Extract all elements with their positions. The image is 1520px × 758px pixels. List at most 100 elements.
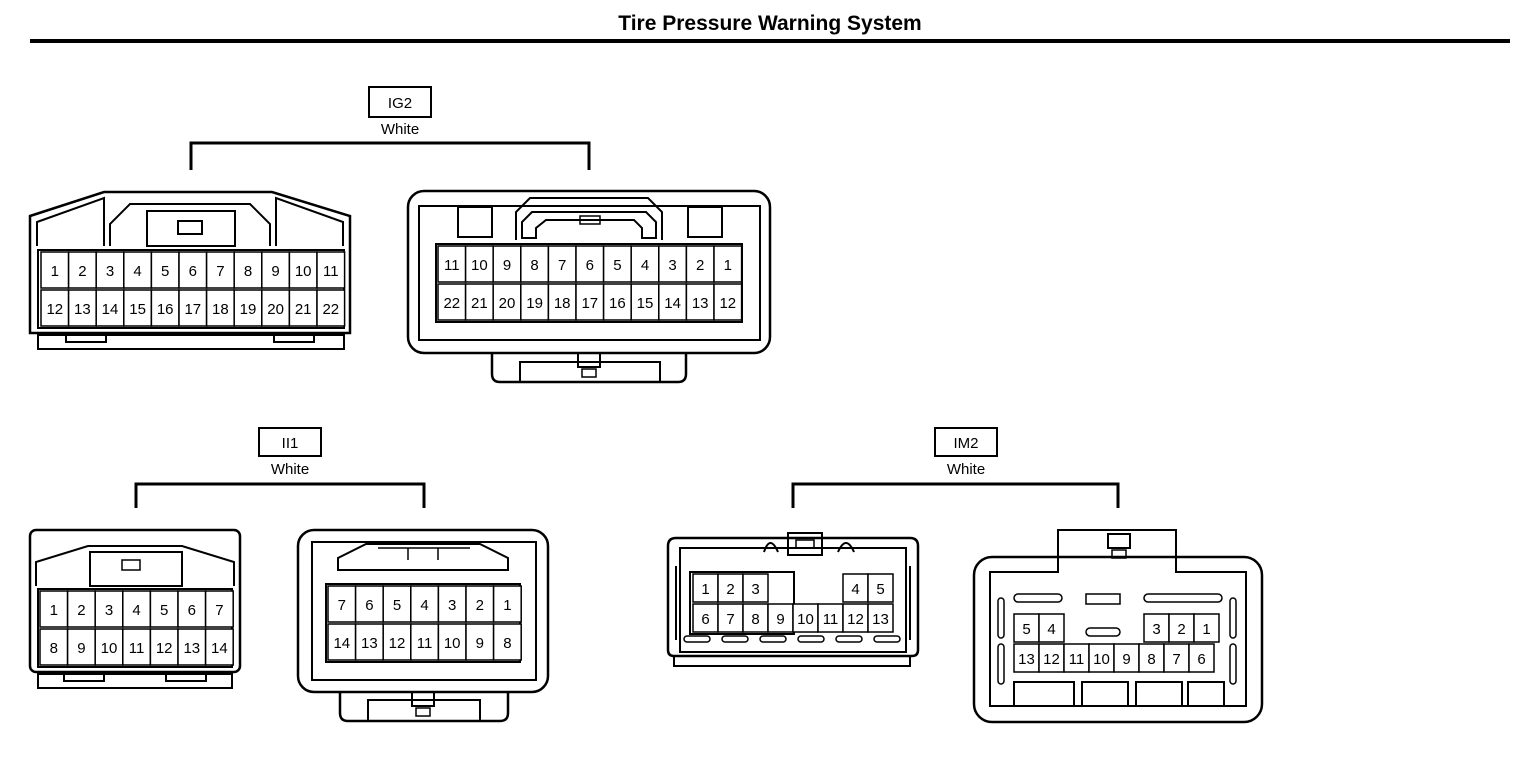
ig2-left-pin-number: 13 [74,301,91,318]
im2-left-cavity [717,603,744,633]
ig2-right-cavity [658,245,688,283]
ii1-code-label: II1 [282,435,299,452]
ig2-right-pin-number: 11 [444,257,460,274]
im2-right-pin-number: 13 [1018,651,1035,668]
ig2-left-cavity [316,251,346,289]
ig2-left-pin-number: 11 [323,263,339,280]
ig2-left-cavity [316,289,346,327]
ii1-left-pin-number: 11 [129,640,145,657]
im2-right-cavity [1193,613,1220,643]
ig2-left-cavity [261,251,291,289]
ii1-left-pin-number: 13 [183,640,200,657]
ii1-right-pin-number: 10 [444,635,461,652]
im2-color-label: White [947,461,985,478]
ig2-left-cavity [205,289,235,327]
ii1-left-pin-number: 14 [211,640,228,657]
ig2-right-pin-number: 12 [719,295,736,312]
ii1-right-cavity [437,623,467,661]
im2-left-cavity [742,573,769,603]
ig2-right-pin-number: 5 [613,257,621,274]
im2-bracket [791,482,1120,508]
ii1-left-cavity [94,590,124,628]
ii1-right-pin-number: 8 [503,635,511,652]
ig2-right-cavity [575,245,605,283]
ig2-left-cavity [150,251,180,289]
ig2-right-pin-number: 7 [558,257,566,274]
ig2-left-pin-number: 21 [295,301,312,318]
ig2-right-cavity [464,245,494,283]
im2-right-pin-number: 6 [1197,651,1205,668]
im2-right-lower-cavities [1013,681,1225,707]
ii1-left-pin-number: 8 [50,640,58,657]
ig2-right-pin-number: 21 [471,295,488,312]
ig2-right-pin-number: 20 [499,295,516,312]
ii1-left-pin-number: 1 [50,602,58,619]
im2-right-cavity [1163,643,1190,673]
ig2-right-pin-number: 15 [637,295,654,312]
ii1-left-cavity [94,628,124,666]
ig2-right-cavity [437,283,467,321]
ig2-left-cavity [205,251,235,289]
ii1-color-label: White [271,461,309,478]
ig2-code-label: IG2 [388,95,412,112]
im2-right-cavity [1188,643,1215,673]
ii1-left-cavity [122,628,152,666]
im2-right-pin-number: 5 [1022,621,1030,638]
ig2-right-cavity [547,283,577,321]
im2-left-latch-slots [683,635,901,643]
im2-right-pin-number: 1 [1202,621,1210,638]
im2-left-pin-number: 9 [776,611,784,628]
ii1-left-pin-number: 5 [160,602,168,619]
im2-right-pin-number: 12 [1043,651,1060,668]
ii1-code-box [258,427,322,457]
ig2-right-pin-number: 13 [692,295,709,312]
im2-right-pin-number: 2 [1177,621,1185,638]
page-title: Tire Pressure Warning System [618,12,922,35]
ii1-right-pin-number: 9 [476,635,484,652]
ii1-left-cavity [177,590,207,628]
im2-left-pin-number: 12 [847,611,864,628]
ii1-left-cavity [149,590,179,628]
ii1-right-pin-number: 6 [365,597,373,614]
ig2-right-pin-number: 19 [526,295,543,312]
im2-right-pin-number: 10 [1093,651,1110,668]
ig2-right-pin-number: 16 [609,295,626,312]
im2-left-pin-number: 7 [726,611,734,628]
ig2-right-pin-number: 17 [581,295,598,312]
ii1-left-pin-number: 9 [77,640,85,657]
ii1-left-cavity [204,628,234,666]
ig2-right-pin-number: 4 [641,257,649,274]
ig2-left-cavity [95,251,125,289]
ig2-right-cavity [658,283,688,321]
ig2-right-pin-number: 2 [696,257,704,274]
ii1-left-pin-number: 3 [105,602,113,619]
ig2-left-pin-number: 19 [240,301,257,318]
ii1-right-pin-number: 4 [420,597,428,614]
ig2-left-cavity [178,251,208,289]
ig2-left-pin-number: 8 [244,263,252,280]
ig2-left-pin-number: 3 [106,263,114,280]
ii1-left-pin-number: 12 [156,640,173,657]
ig2-right-pin-number: 18 [554,295,571,312]
ig2-left-pin-number: 18 [212,301,229,318]
ii1-left-cavity [149,628,179,666]
im2-left-cavity [742,603,769,633]
ig2-left-pin-number: 4 [133,263,141,280]
ig2-left-cavity [123,251,153,289]
ig2-code-box [368,86,432,118]
im2-left-pin-number: 11 [823,611,839,628]
ig2-left-pin-number: 9 [271,263,279,280]
ig2-right-cavity [575,283,605,321]
ig2-right-pin-number: 3 [668,257,676,274]
ii1-right-cavity [354,623,384,661]
ii1-left-cavity [177,628,207,666]
ig2-left-pin-number: 10 [295,263,312,280]
